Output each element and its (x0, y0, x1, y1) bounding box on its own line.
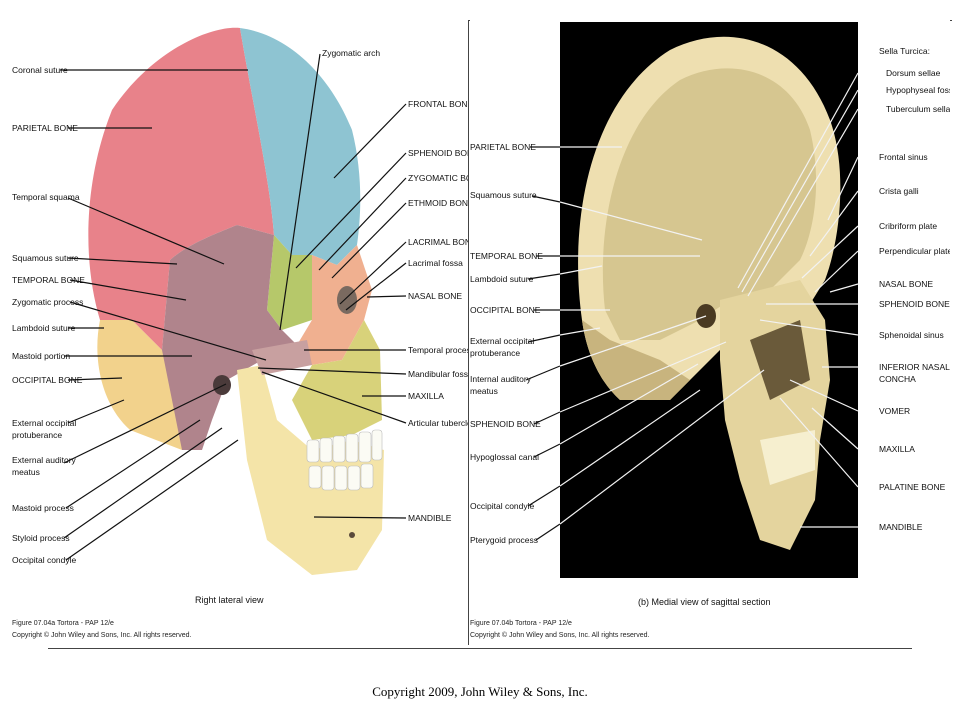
nasal-cavity-shadow (750, 320, 810, 400)
parietal-bone-shape (88, 27, 274, 350)
sagittal-skull-photo (578, 36, 841, 550)
figure-copyright-a: Copyright © John Wiley and Sons, Inc. Al… (12, 631, 192, 639)
label-lacrimal-bone: LACRIMAL BONE (408, 237, 468, 247)
label-concha: CONCHA (879, 374, 916, 384)
label-protuberance: protuberance (470, 348, 520, 358)
label-maxilla: MAXILLA (408, 391, 444, 401)
mental-foramen (349, 532, 355, 538)
label-internal-auditory: Internal auditory (470, 374, 532, 384)
panel-divider (468, 20, 469, 645)
label-parietal-bone: PARIETAL BONE (12, 123, 78, 133)
labels-left: PARIETAL BONE Squamous suture TEMPORAL B… (470, 142, 543, 545)
label-squamous-suture: Squamous suture (470, 190, 537, 200)
sphenoid-bone-shape (267, 235, 312, 330)
label-cribriform-plate: Cribriform plate (879, 221, 937, 231)
medial-view-panel: PARIETAL BONE Squamous suture TEMPORAL B… (470, 20, 958, 645)
label-maxilla: MAXILLA (879, 444, 915, 454)
figure-id-b: Figure 07.04b Tortora - PAP 12/e (470, 620, 572, 627)
label-lambdoid-suture: Lambdoid suture (12, 323, 76, 333)
figure-id-a: Figure 07.04a Tortora - PAP 12/e (12, 620, 114, 627)
label-sphenoid-bone: SPHENOID BONE (470, 419, 541, 429)
lateral-view-panel: Coronal suture PARIETAL BONE Temporal sq… (12, 20, 485, 645)
skull-illustration (88, 27, 384, 575)
label-meatus: meatus (12, 467, 40, 477)
label-dorsum-sellae: Dorsum sellae (886, 68, 941, 78)
label-tuberculum-sellae: Tuberculum sellae (886, 104, 950, 114)
labels-right: Zygomatic arch FRONTAL BONE SPHENOID BON… (322, 48, 485, 523)
teeth-region (760, 430, 815, 485)
label-hypoglossal-canal: Hypoglossal canal (470, 452, 539, 462)
label-zygomatic-process: Zygomatic process (12, 297, 83, 307)
label-external-auditory: External auditory (12, 455, 77, 465)
leader-lines-left (525, 146, 765, 541)
label-temporal-bone: TEMPORAL BONE (470, 251, 543, 261)
lateral-skull-figure: Coronal suture PARIETAL BONE Temporal sq… (12, 27, 485, 639)
label-articular-tubercle: Articular tubercle (408, 418, 468, 428)
label-vomer: VOMER (879, 406, 910, 416)
caption-medial-view: (b) Medial view of sagittal section (638, 597, 771, 607)
label-zygomatic-bone: ZYGOMATIC BONE (408, 173, 468, 183)
teeth (306, 429, 383, 491)
label-inferior-nasal: INFERIOR NASAL (879, 362, 950, 372)
leader-lines-right (257, 53, 407, 519)
label-nasal-bone: NASAL BONE (408, 291, 462, 301)
label-nasal-bone: NASAL BONE (879, 279, 933, 289)
label-sphenoid-bone: SPHENOID BONE (408, 148, 468, 158)
figure-copyright-b: Copyright © John Wiley and Sons, Inc. Al… (470, 631, 650, 639)
label-hypophyseal-fossa: Hypophyseal fossa (886, 85, 950, 95)
leader-lines-right (737, 72, 859, 528)
label-mandible: MANDIBLE (408, 513, 452, 523)
label-mandible: MANDIBLE (879, 522, 923, 532)
label-occipital-bone: OCCIPITAL BONE (12, 375, 83, 385)
label-occipital-bone: OCCIPITAL BONE (470, 305, 541, 315)
auditory-meatus-shape (213, 375, 231, 395)
label-lacrimal-fossa: Lacrimal fossa (408, 258, 463, 268)
label-sphenoidal-sinus: Sphenoidal sinus (879, 330, 944, 340)
label-mastoid-process: Mastoid process (12, 503, 74, 513)
label-crista-galli: Crista galli (879, 186, 919, 196)
caption-right-lateral-view: Right lateral view (195, 595, 264, 605)
frontal-bone-shape (240, 28, 361, 265)
zygomatic-arch-shape (252, 340, 312, 375)
label-pterygoid-process: Pterygoid process (470, 535, 538, 545)
label-squamous-suture: Squamous suture (12, 253, 79, 263)
temporal-bone-shape (162, 225, 297, 450)
label-external-occipital: External occipital (470, 336, 534, 346)
sagittal-skull-figure: PARIETAL BONE Squamous suture TEMPORAL B… (470, 22, 958, 639)
leader-lines-left (60, 69, 267, 561)
label-ethmoid-bone: ETHMOID BONE (408, 198, 468, 208)
label-sella-turcica: Sella Turcica: (879, 46, 930, 56)
label-external-occipital: External occipital (12, 418, 76, 428)
label-mastoid-portion: Mastoid portion (12, 351, 70, 361)
label-temporal-process: Temporal process (408, 345, 468, 355)
labels-right: Sella Turcica: Dorsum sellae Hypophyseal… (879, 46, 958, 532)
label-zygomatic-arch: Zygomatic arch (322, 48, 380, 58)
label-parietal-bone: PARIETAL BONE (470, 142, 536, 152)
cranium-inner-shadow (602, 68, 817, 340)
zygomatic-bone-shape (297, 245, 372, 365)
label-lambdoid-suture: Lambdoid suture (470, 274, 534, 284)
label-meatus: meatus (470, 386, 498, 396)
label-protuberance: protuberance (12, 430, 62, 440)
label-temporal-bone: TEMPORAL BONE (12, 275, 85, 285)
label-frontal-sinus: Frontal sinus (879, 152, 928, 162)
label-frontal-bone: FRONTAL BONE (408, 99, 468, 109)
label-sphenoid-bone-right: SPHENOID BONE (879, 299, 950, 309)
bottom-rule (48, 648, 912, 649)
occipital-region (582, 320, 690, 400)
label-coronal-suture: Coronal suture (12, 65, 68, 75)
label-palatine-bone: PALATINE BONE (879, 482, 946, 492)
label-mandibular-fossa: Mandibular fossa (408, 369, 468, 379)
label-perpendicular-plate: Perpendicular plate (879, 246, 950, 256)
label-temporal-squama: Temporal squama (12, 192, 80, 202)
labels-left: Coronal suture PARIETAL BONE Temporal sq… (12, 65, 85, 565)
label-occipital-condyle: Occipital condyle (12, 555, 77, 565)
slide-copyright: Copyright 2009, John Wiley & Sons, Inc. (372, 684, 588, 699)
label-styloid-process: Styloid process (12, 533, 70, 543)
label-occipital-condyle: Occipital condyle (470, 501, 535, 511)
